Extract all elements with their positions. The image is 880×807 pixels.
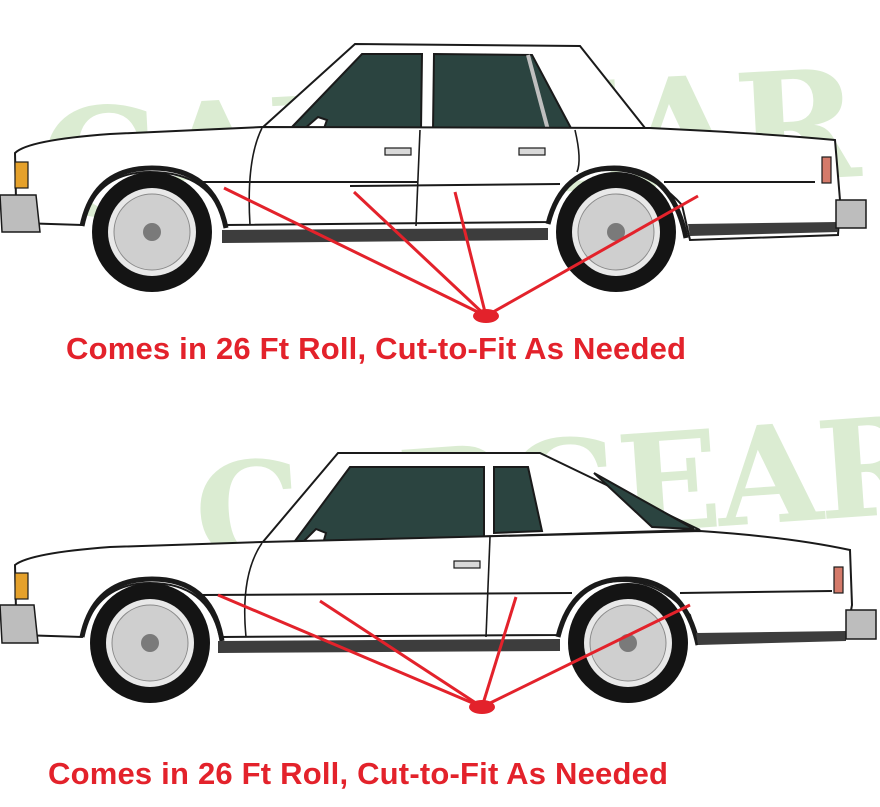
center-door-seam [415, 129, 421, 227]
pointer-lines [217, 593, 691, 709]
rear-marker-light [821, 156, 832, 184]
rear-marker-light [833, 566, 844, 594]
two-door-coupe-panel: CARGEAR [0, 415, 880, 807]
pointer-origin-dot [469, 700, 495, 714]
front-door-seam [248, 127, 263, 226]
rear-door-seam [574, 129, 580, 173]
door-front-seam [243, 542, 263, 638]
front-bumper [0, 194, 41, 233]
pointer-origin-dot [473, 309, 499, 323]
quarter-window [493, 466, 544, 535]
rear-bumper [845, 609, 877, 640]
window-divider [526, 54, 550, 131]
front-marker-light [14, 161, 29, 189]
rear-rocker-trim [696, 631, 846, 645]
side-molding [199, 592, 573, 596]
caption-text: Comes in 26 Ft Roll, Cut-to-Fit As Neede… [48, 756, 669, 791]
front-wheel-arch [79, 576, 225, 642]
front-wheel [92, 172, 212, 292]
front-marker-light [14, 572, 29, 600]
front-wheel [90, 583, 210, 703]
rear-door-handle [518, 147, 546, 156]
door-handle [453, 560, 481, 569]
four-door-sedan-panel: CARGEAR [0, 0, 880, 400]
door-rear-seam [485, 536, 491, 638]
rear-bumper [835, 199, 867, 229]
two-door-coupe-illustration: CARGEAR [0, 415, 880, 714]
rear-rocker-trim [688, 222, 838, 236]
front-wheel-arch [79, 165, 229, 229]
quarter-molding [679, 590, 833, 594]
rear-wheel [568, 583, 688, 703]
opera-window [593, 472, 695, 530]
pointer-lines [223, 186, 699, 318]
four-door-sedan-illustration: CARGEAR [0, 36, 867, 323]
front-bumper [0, 604, 39, 644]
rear-wheel-arch [545, 165, 689, 239]
rear-side-molding [349, 183, 561, 187]
front-door-handle [384, 147, 412, 156]
rear-wheel [556, 172, 676, 292]
caption-text: Comes in 26 Ft Roll, Cut-to-Fit As Neede… [66, 331, 687, 366]
rear-wheel-arch [555, 576, 701, 646]
rocker-trim [222, 228, 548, 243]
